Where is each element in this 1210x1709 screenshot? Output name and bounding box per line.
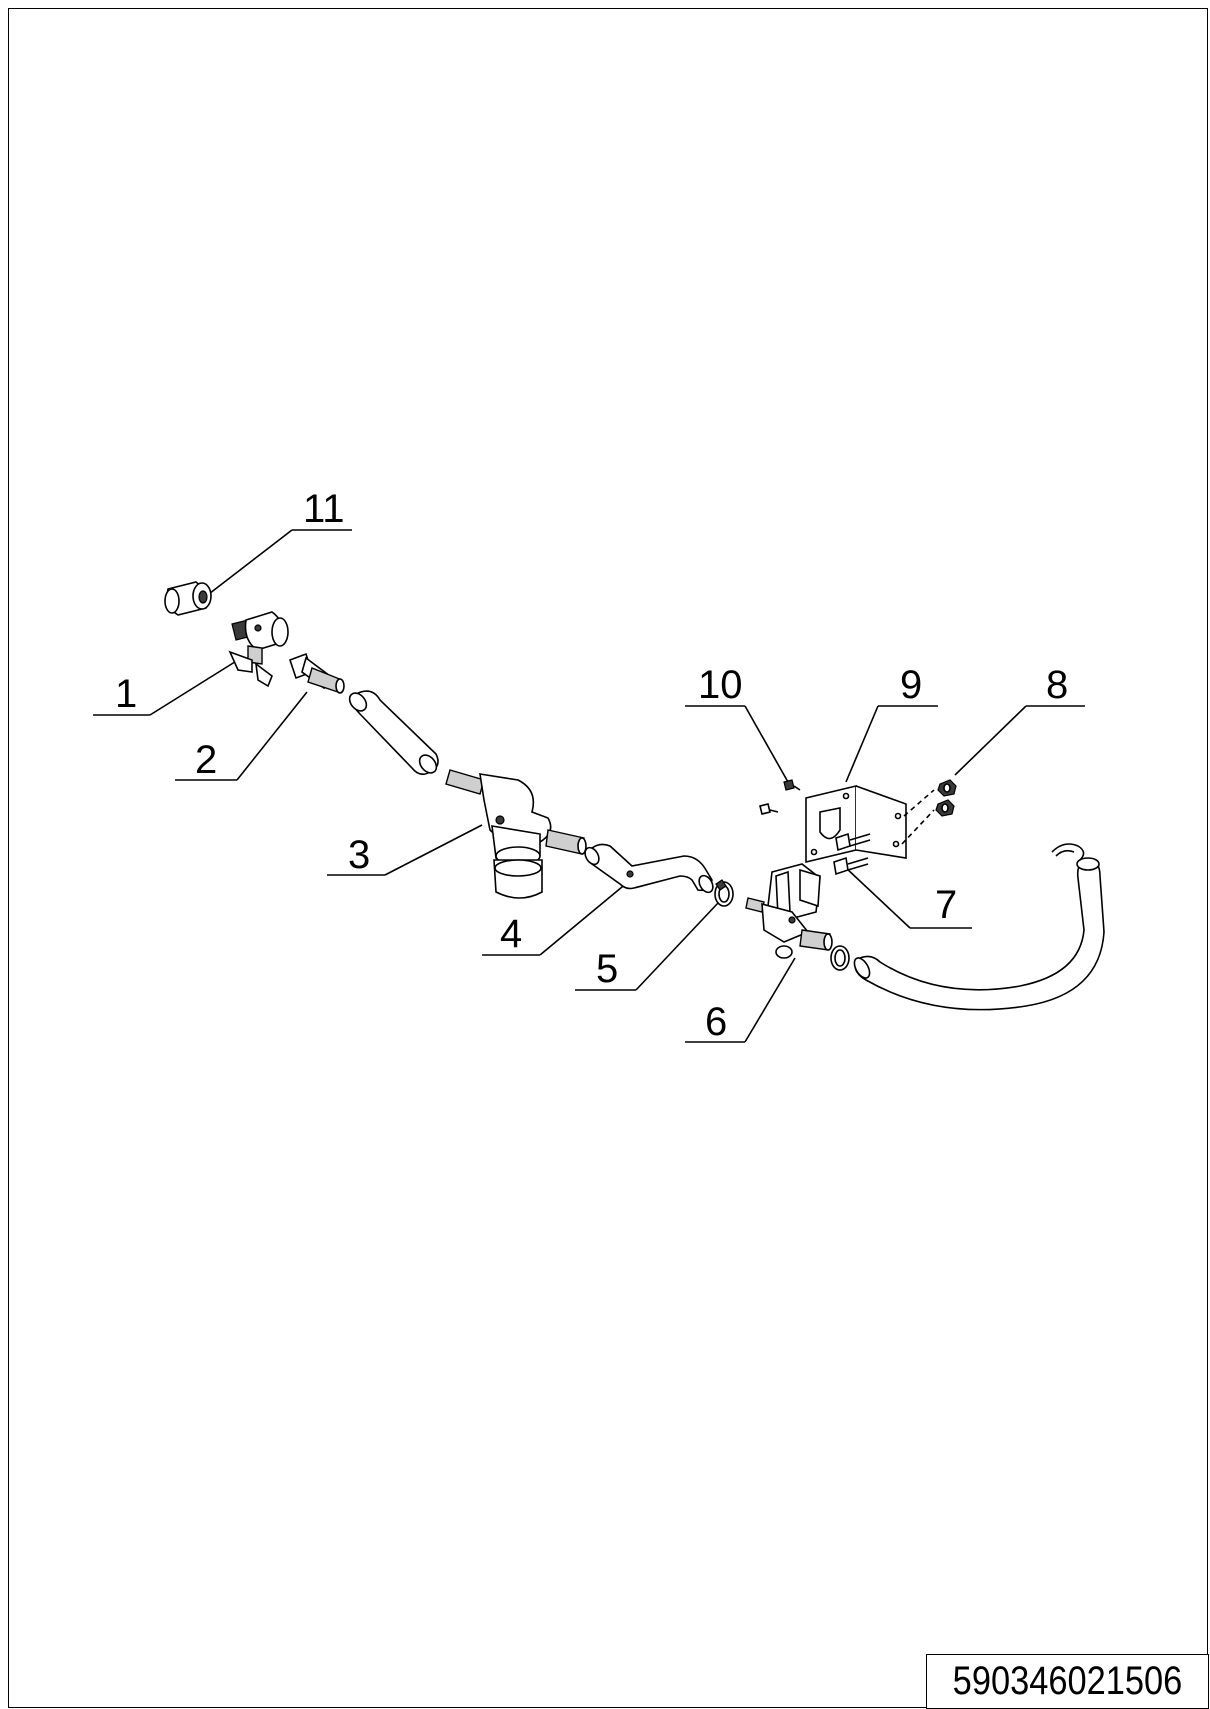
part-8-nuts bbox=[935, 779, 957, 817]
part-3-filter-housing bbox=[445, 769, 587, 899]
part-11-adapter-nipple bbox=[164, 581, 212, 616]
callout-7: 7 bbox=[844, 866, 972, 929]
callout-10: 10 bbox=[685, 663, 789, 783]
callout-label-3: 3 bbox=[348, 833, 370, 877]
callout-1: 1 bbox=[93, 659, 239, 716]
callout-label-7: 7 bbox=[935, 883, 957, 927]
callout-9: 9 bbox=[845, 663, 938, 783]
callout-11: 11 bbox=[204, 487, 352, 598]
drawing-sheet-border bbox=[8, 8, 1208, 1708]
callout-label-9: 9 bbox=[900, 663, 922, 707]
hose-segment-upper bbox=[348, 690, 439, 776]
callout-6: 6 bbox=[685, 957, 796, 1044]
callout-label-8: 8 bbox=[1046, 663, 1068, 707]
callout-2: 2 bbox=[175, 691, 308, 782]
callout-label-5: 5 bbox=[596, 947, 618, 991]
part-10-screws bbox=[759, 779, 801, 815]
part-6-solenoid-valve bbox=[745, 863, 833, 959]
document-code-box: 590346021506 bbox=[926, 1654, 1209, 1709]
callout-label-4: 4 bbox=[500, 912, 522, 956]
part-4-hose-middle bbox=[584, 843, 714, 894]
part-7-bolts bbox=[833, 832, 871, 876]
part-5-hose-clamp bbox=[714, 879, 734, 907]
callout-5: 5 bbox=[575, 902, 719, 991]
hose-clamp-outlet bbox=[830, 945, 850, 971]
callout-3: 3 bbox=[327, 824, 483, 877]
callout-label-1: 1 bbox=[115, 672, 137, 716]
callout-4: 4 bbox=[482, 881, 629, 956]
document-code: 590346021506 bbox=[952, 1659, 1183, 1703]
callout-label-6: 6 bbox=[705, 1000, 727, 1044]
callout-label-10: 10 bbox=[698, 663, 743, 707]
callout-label-11: 11 bbox=[303, 487, 345, 531]
callout-8: 8 bbox=[954, 663, 1085, 776]
part-2-hose-barb-fitting bbox=[288, 652, 345, 694]
hose-segment-outlet bbox=[853, 843, 1105, 1011]
callout-label-2: 2 bbox=[195, 738, 217, 782]
part-1-ball-valve bbox=[228, 611, 289, 688]
part-9-mounting-bracket bbox=[805, 784, 935, 864]
